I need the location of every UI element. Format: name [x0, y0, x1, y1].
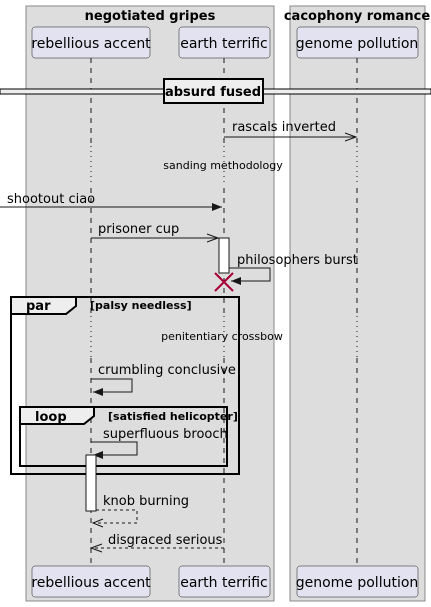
message-label: disgraced serious: [108, 533, 223, 548]
activation-rebellious-accent: [85, 454, 97, 512]
participant-genome-pollution-top[interactable]: genome pollution: [296, 26, 419, 59]
delay-gap-2: [89, 316, 359, 358]
message-philosophers-burst: philosophers burst: [229, 253, 358, 285]
fragment-loop: loop [satisfied helicopter]: [19, 406, 238, 467]
message-label: superfluous brooch: [103, 427, 228, 442]
message-crumbling-conclusive: crumbling conclusive: [91, 363, 236, 396]
participant-rebellious-accent-top[interactable]: rebellious accent: [31, 26, 151, 59]
fragment-condition: [satisfied helicopter]: [108, 410, 238, 423]
box-title: cacophony romance: [284, 9, 430, 24]
participant-earth-terrific-bottom[interactable]: earth terrific: [178, 565, 271, 598]
message-knob-burning: knob burning: [91, 494, 189, 528]
participant-label: earth terrific: [180, 575, 268, 591]
message-label: crumbling conclusive: [98, 363, 236, 378]
message-label: philosophers burst: [237, 253, 358, 268]
message-label: prisoner cup: [98, 222, 179, 237]
message-prisoner-cup: prisoner cup: [91, 222, 220, 243]
participant-earth-terrific-top[interactable]: earth terrific: [178, 26, 271, 59]
divider-absurd-fused: absurd fused: [0, 78, 431, 104]
activation-earth-terrific: [218, 237, 230, 274]
participant-label: genome pollution: [296, 575, 419, 591]
message-label: knob burning: [103, 494, 189, 509]
message-label: rascals inverted: [232, 120, 336, 135]
delay-label: sanding methodology: [163, 159, 283, 172]
participant-genome-pollution-bottom[interactable]: genome pollution: [296, 565, 419, 598]
fragment-par: par [palsy needless]: [10, 296, 240, 475]
message-rascals-inverted: rascals inverted: [224, 120, 358, 142]
message-disgraced-serious: disgraced serious: [89, 533, 224, 553]
divider-label: absurd fused: [165, 85, 261, 100]
fragment-kind: par: [26, 299, 51, 314]
fragment-kind: loop: [35, 410, 67, 425]
participant-label: genome pollution: [296, 36, 419, 52]
participant-label: rebellious accent: [31, 36, 151, 52]
delay-label: penitentiary crossbow: [161, 330, 283, 343]
delay-gap-1: [89, 146, 359, 186]
participant-label: earth terrific: [180, 36, 268, 52]
participant-rebellious-accent-bottom[interactable]: rebellious accent: [31, 565, 151, 598]
participant-label: rebellious accent: [31, 575, 151, 591]
message-shootout-ciao: shootout ciao: [0, 192, 222, 211]
message-label: shootout ciao: [7, 192, 95, 207]
fragment-condition: [palsy needless]: [90, 299, 192, 312]
destroy-icon: [214, 272, 234, 292]
box-title: negotiated gripes: [85, 9, 216, 24]
message-superfluous-brooch: superfluous brooch: [91, 427, 228, 459]
